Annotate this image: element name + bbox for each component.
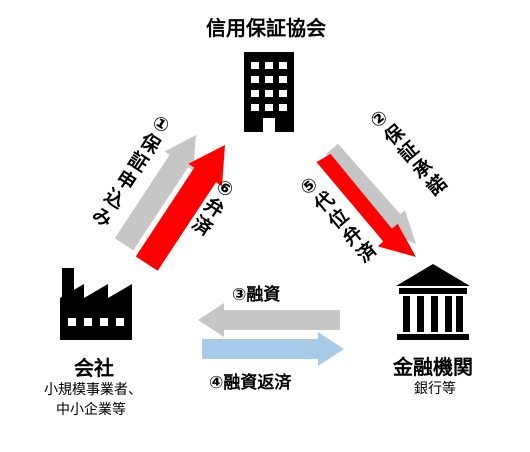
company-label: 会社 [74, 356, 114, 380]
association-label: 信用保証協会 [206, 16, 326, 40]
flow-number: ④ [209, 373, 224, 393]
arrow-guarantee-application [114, 135, 196, 251]
building-icon [244, 52, 294, 132]
factory-icon [60, 268, 132, 340]
flow-text: 融資返済 [223, 373, 292, 393]
arrow-subrogation [316, 153, 416, 257]
bank-label: 金融機関 [393, 355, 473, 379]
flow-number: ③ [232, 285, 247, 305]
company-sublabel-2: 中小企業等 [56, 402, 126, 418]
flow-text: 融資 [246, 285, 281, 305]
arrow-repayment-to-association [135, 145, 225, 271]
flow-label-loan: ③融資 [232, 280, 280, 305]
bank-icon [396, 264, 470, 340]
company-sublabel-1: 小規模事業者、 [44, 382, 142, 398]
bank-sublabel: 銀行等 [414, 381, 456, 397]
arrow-guarantee-approval [325, 143, 416, 244]
arrow-loan [198, 303, 340, 337]
flow-label-loan-repayment: ④融資返済 [209, 368, 291, 393]
arrow-loan-repayment [202, 332, 344, 366]
